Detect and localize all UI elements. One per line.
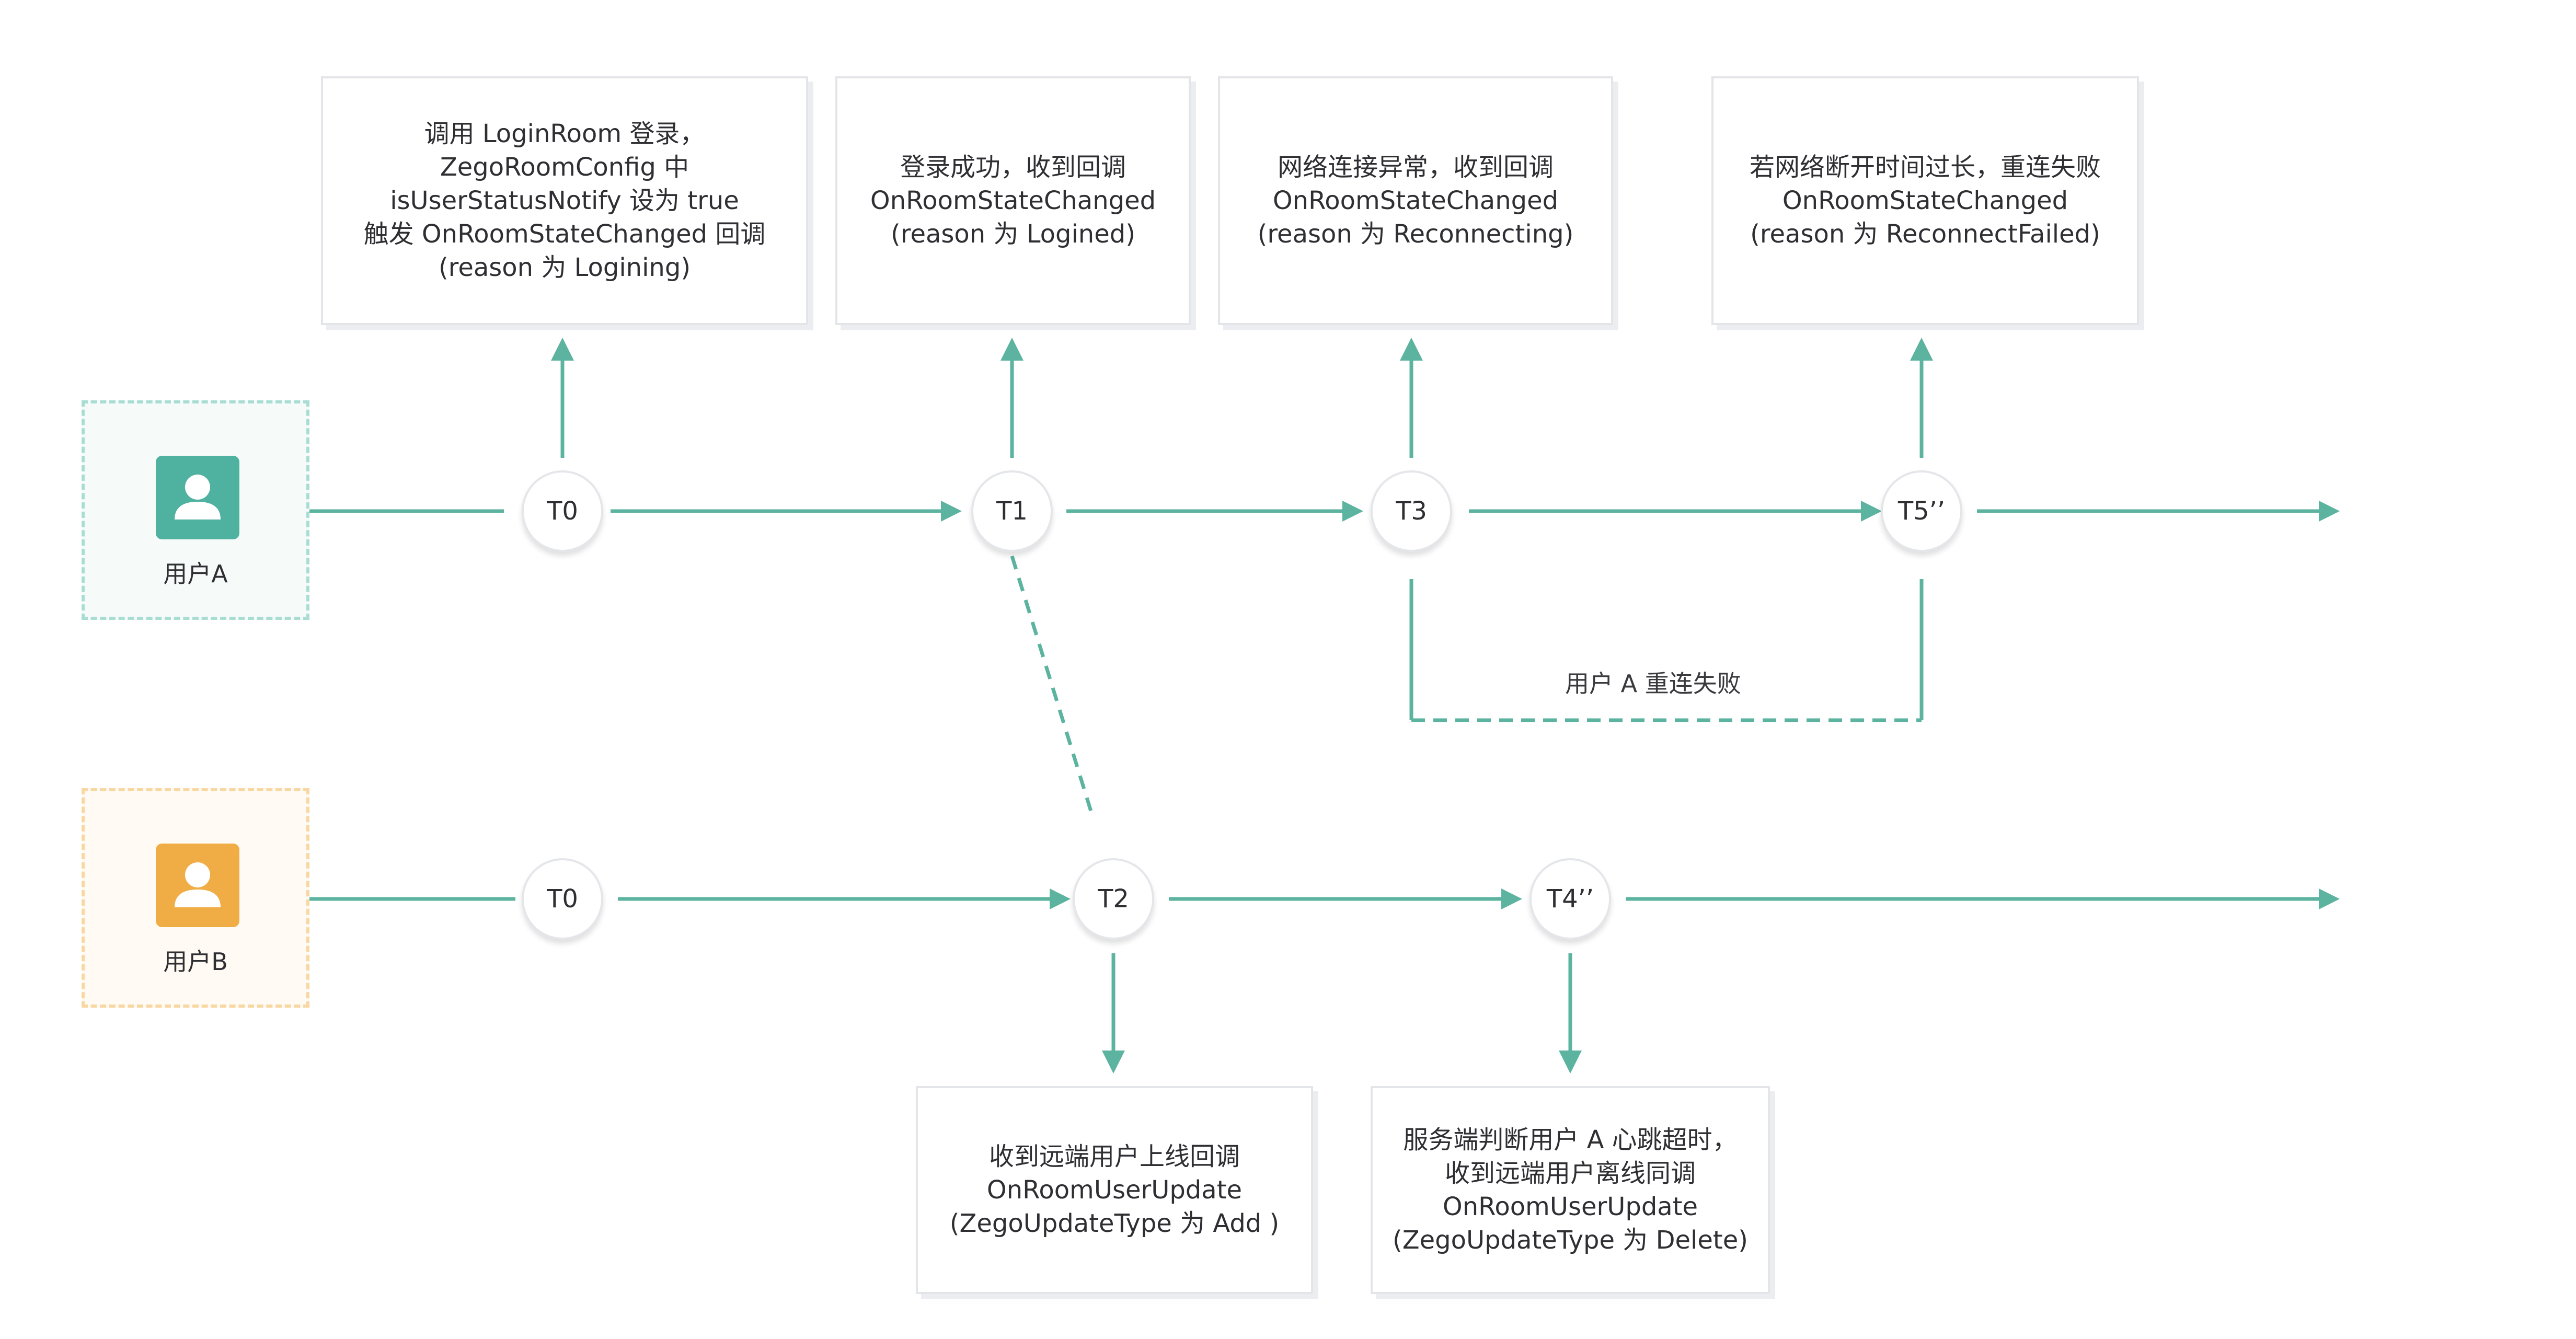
user-a-avatar: [156, 456, 239, 539]
arrowhead-down-t4: [1559, 1051, 1582, 1073]
user-a-panel: 用户A: [82, 400, 309, 620]
arrowhead-down-t2: [1102, 1051, 1125, 1073]
callout-t4: 服务端判断用户 A 心跳超时， 收到远端用户离线同调 OnRoomUserUpd…: [1371, 1086, 1770, 1294]
callout-t1: 登录成功，收到回调 OnRoomStateChanged (reason 为 L…: [835, 76, 1191, 325]
arrowhead-a-2: [1342, 501, 1363, 522]
callout-t5: 若网络断开时间过长，重连失败 OnRoomStateChanged (reaso…: [1711, 76, 2139, 325]
callout-t0: 调用 LoginRoom 登录， ZegoRoomConfig 中 isUser…: [321, 76, 808, 325]
arrowhead-a-1: [941, 501, 962, 522]
callout-t0-text: 调用 LoginRoom 登录， ZegoRoomConfig 中 isUser…: [363, 119, 766, 282]
node-b-t0: T0: [522, 858, 603, 940]
node-a-t3: T3: [1371, 470, 1452, 552]
callout-t2-text: 收到远端用户上线回调 OnRoomUserUpdate (ZegoUpdateT…: [949, 1142, 1280, 1238]
arrowhead-a-3: [1861, 501, 1882, 522]
callout-t5-text: 若网络断开时间过长，重连失败 OnRoomStateChanged (reaso…: [1749, 153, 2101, 249]
user-a-label: 用户A: [163, 560, 228, 588]
node-a-t5: T5’’: [1881, 470, 1962, 552]
callout-t2: 收到远端用户上线回调 OnRoomUserUpdate (ZegoUpdateT…: [916, 1086, 1313, 1294]
t1-t2-dashed-link: [1010, 555, 1096, 821]
arrowhead-up-t0: [551, 338, 574, 361]
arrowhead-b-2: [1501, 888, 1522, 909]
arrowhead-a-4: [2319, 501, 2340, 522]
callout-t4-text: 服务端判断用户 A 心跳超时， 收到远端用户离线同调 OnRoomUserUpd…: [1392, 1125, 1749, 1255]
user-b-label: 用户B: [163, 948, 228, 976]
callout-t3: 网络连接异常，收到回调 OnRoomStateChanged (reason 为…: [1218, 76, 1613, 325]
node-b-t4: T4’’: [1530, 858, 1611, 940]
arrowhead-b-3: [2319, 888, 2340, 909]
user-b-panel: 用户B: [82, 788, 309, 1008]
node-b-t2: T2: [1073, 858, 1154, 940]
user-b-avatar: [156, 844, 239, 927]
arrowhead-up-t5: [1910, 338, 1933, 361]
reconnect-bracket: [1409, 579, 1924, 720]
arrowhead-up-t1: [1000, 338, 1024, 361]
user-icon: [175, 475, 221, 520]
callout-t3-text: 网络连接异常，收到回调 OnRoomStateChanged (reason 为…: [1257, 153, 1574, 249]
reconnect-failed-label: 用户 A 重连失败: [1565, 670, 1741, 698]
node-a-t0: T0: [522, 470, 603, 552]
user-icon: [175, 862, 221, 907]
arrowhead-up-t3: [1400, 338, 1423, 361]
node-a-t1: T1: [971, 470, 1053, 552]
callout-t1-text: 登录成功，收到回调 OnRoomStateChanged (reason 为 L…: [870, 153, 1156, 249]
arrowhead-b-1: [1050, 888, 1071, 909]
